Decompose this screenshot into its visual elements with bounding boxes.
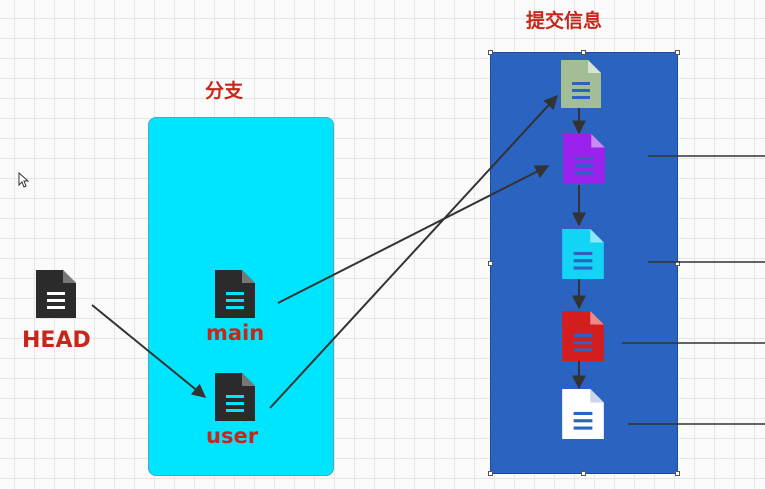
commit-4-document-icon[interactable] (562, 311, 604, 361)
main-branch-document-icon[interactable] (215, 270, 255, 318)
commit-3-document-icon[interactable] (562, 229, 604, 279)
head-to-user-arrow (91, 304, 207, 398)
branch-user-label: user (206, 424, 259, 448)
main-to-commit-arrow (277, 165, 550, 304)
resize-handle-top[interactable] (581, 50, 586, 55)
commits-title: 提交信息 (526, 10, 603, 32)
resize-handle-bottom-left[interactable] (488, 471, 493, 476)
resize-handle-top-right[interactable] (675, 50, 680, 55)
user-to-commit-arrow (269, 94, 558, 409)
head-document-icon[interactable] (36, 270, 76, 318)
resize-handle-top-left[interactable] (488, 50, 493, 55)
user-branch-document-icon[interactable] (215, 373, 255, 421)
commit-1-document-icon[interactable] (561, 60, 601, 108)
mouse-pointer-icon (18, 172, 30, 188)
resize-handle-left[interactable] (488, 261, 493, 266)
head-label: HEAD (22, 328, 91, 353)
branch-main-label: main (206, 321, 265, 345)
commit-2-document-icon[interactable] (563, 134, 605, 184)
commit-5-document-icon[interactable] (562, 389, 604, 439)
branches-title: 分支 (205, 80, 244, 102)
resize-handle-bottom[interactable] (581, 471, 586, 476)
resize-handle-bottom-right[interactable] (675, 471, 680, 476)
